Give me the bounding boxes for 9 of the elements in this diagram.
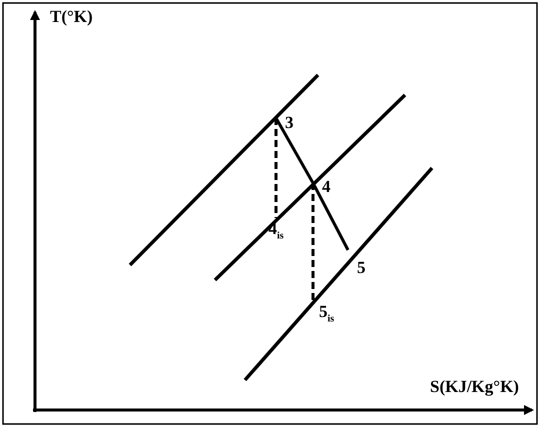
state-point-label: 5 (357, 259, 366, 277)
state-point-label: 3 (285, 114, 294, 132)
x-axis-label: S(KJ/Kg°K) (430, 378, 519, 396)
process-line (312, 182, 350, 251)
dashed-line (274, 118, 278, 218)
state-point-label: 5$_{is}$ (319, 303, 334, 328)
process-line (274, 117, 314, 184)
state-point-label: 4 (322, 178, 330, 196)
y-axis-label: T(°K) (50, 8, 93, 26)
